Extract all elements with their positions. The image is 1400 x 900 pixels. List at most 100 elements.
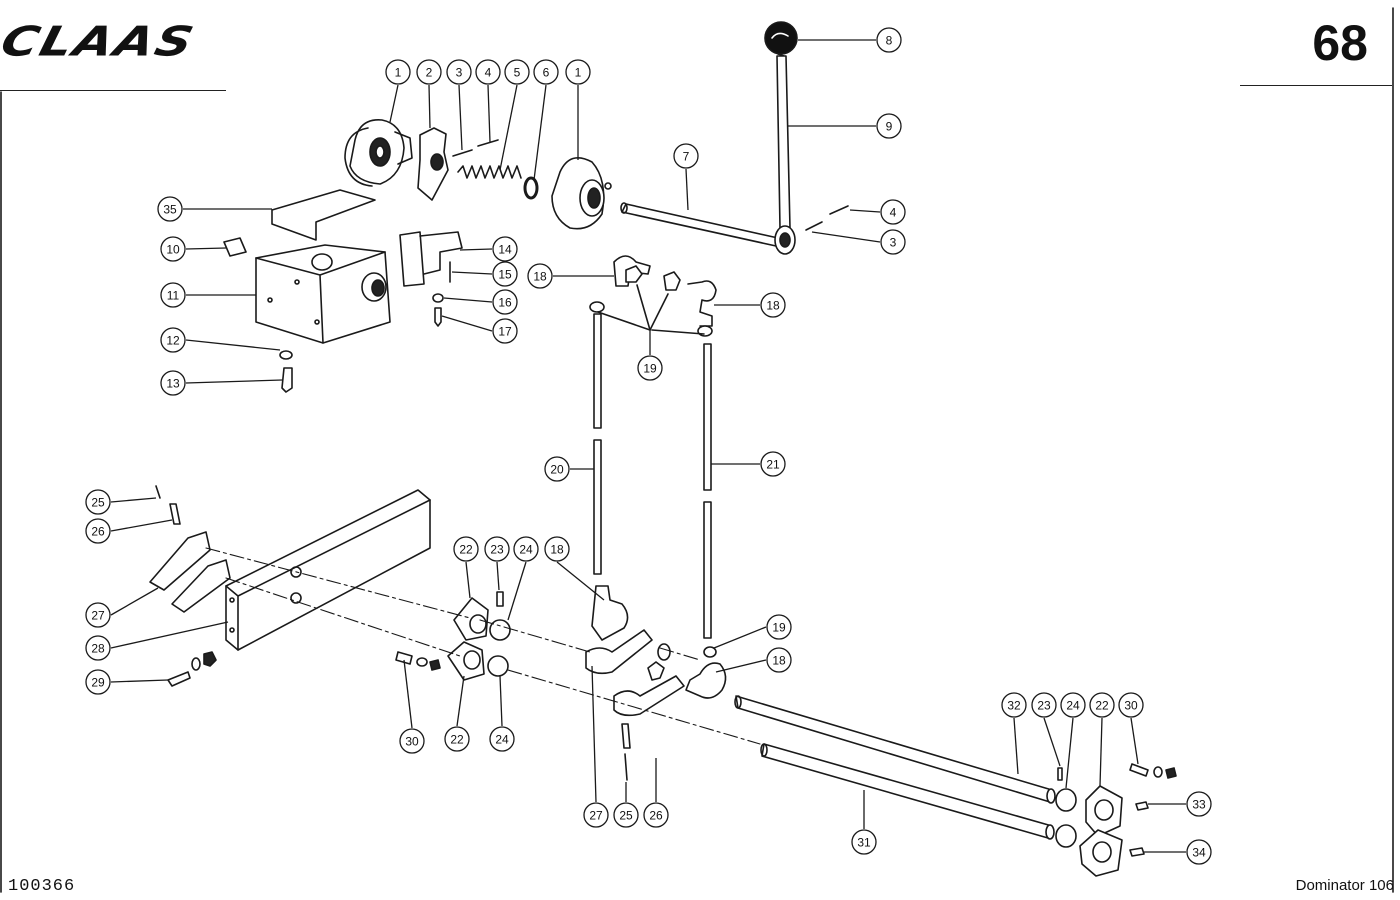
callout-label: 18	[533, 270, 547, 284]
callout-c6: 6	[533, 59, 559, 181]
callout-c16: 16	[443, 289, 518, 315]
callout-label: 11	[167, 289, 180, 303]
callout-c3a: 3	[446, 59, 472, 151]
part-cam-left	[344, 119, 413, 187]
callout-circle	[492, 289, 518, 315]
part-coupling	[417, 127, 449, 201]
leader-line	[443, 297, 493, 303]
callout-label: 30	[405, 735, 419, 749]
callout-circle	[160, 236, 186, 262]
leader-line	[110, 621, 229, 649]
callout-label: 6	[543, 66, 550, 80]
callout-label: 27	[91, 609, 105, 623]
callout-circle	[760, 292, 786, 318]
callout-circle	[643, 802, 669, 828]
callout-label: 19	[643, 362, 657, 376]
leader-line	[458, 84, 463, 151]
leader-line	[185, 339, 281, 351]
callout-circle	[85, 518, 111, 544]
callout-label: 18	[766, 299, 780, 313]
callout-circle	[1031, 692, 1057, 718]
callout-circle	[544, 536, 570, 562]
callout-label: 16	[498, 296, 512, 310]
callout-c1a: 1	[385, 59, 411, 123]
leader-line	[110, 519, 173, 532]
callout-label: 1	[575, 66, 582, 80]
leader-line	[487, 84, 491, 143]
leader-line	[1013, 717, 1019, 775]
callout-label: 26	[649, 809, 663, 823]
callout-c11: 11	[160, 282, 256, 308]
callout-c19a: 19	[637, 330, 663, 381]
callout-c24a: 24	[507, 536, 539, 621]
callout-label: 30	[1124, 699, 1138, 713]
callout-c10: 10	[160, 236, 227, 262]
callout-circle	[444, 726, 470, 752]
callout-c32: 32	[1001, 692, 1027, 775]
callout-c23a: 23	[484, 536, 510, 591]
callout-c25b: 25	[613, 782, 639, 828]
callout-c21: 21	[711, 451, 786, 477]
leader-line	[110, 587, 159, 616]
leader-line	[1043, 717, 1061, 767]
callout-circle	[583, 802, 609, 828]
callout-c8: 8	[798, 27, 902, 53]
header-rule-right	[1240, 85, 1392, 86]
callout-circle	[851, 829, 877, 855]
leader-line	[533, 84, 547, 181]
callout-label: 32	[1007, 699, 1021, 713]
callout-circle	[880, 199, 906, 225]
callout-c22a: 22	[453, 536, 479, 599]
callout-circle	[1001, 692, 1027, 718]
callout-circle	[85, 635, 111, 661]
callout-circle	[1186, 791, 1212, 817]
leader-line	[459, 248, 493, 251]
part-frame-plate	[225, 489, 431, 651]
callout-circle	[85, 602, 111, 628]
callout-c34: 34	[1144, 839, 1212, 865]
callout-c28: 28	[85, 621, 229, 661]
callout-label: 5	[514, 66, 521, 80]
callout-circle	[160, 370, 186, 396]
callout-circle	[157, 196, 183, 222]
callout-circle	[492, 318, 518, 344]
callout-circle	[399, 728, 425, 754]
callout-circle	[446, 59, 472, 85]
leader-line	[403, 659, 413, 729]
callout-circle	[513, 536, 539, 562]
callout-c24b: 24	[489, 675, 515, 752]
callout-circle	[766, 647, 792, 673]
callout-label: 8	[886, 34, 893, 48]
callout-c19b: 19	[713, 614, 792, 649]
callout-label: 23	[1037, 699, 1051, 713]
callout-c2: 2	[416, 59, 442, 129]
callout-c26b: 26	[643, 758, 669, 828]
callout-label: 20	[550, 463, 564, 477]
leader-line	[389, 84, 399, 123]
callout-circle	[1118, 692, 1144, 718]
callout-label: 17	[498, 325, 512, 339]
callout-c35: 35	[157, 196, 272, 222]
callout-circle	[760, 451, 786, 477]
callout-circle	[160, 327, 186, 353]
callout-label: 15	[498, 268, 512, 282]
callout-label: 18	[772, 654, 786, 668]
callout-circle	[475, 59, 501, 85]
leader-line	[715, 659, 767, 673]
callout-circle	[880, 229, 906, 255]
callout-circle	[766, 614, 792, 640]
leader-line	[811, 231, 881, 243]
callout-circle	[416, 59, 442, 85]
callout-label: 7	[683, 150, 690, 164]
callout-circle	[85, 489, 111, 515]
callout-label: 14	[498, 243, 512, 257]
callout-c22b: 22	[444, 675, 470, 752]
callout-c18d: 18	[715, 647, 792, 673]
callout-label: 9	[886, 120, 893, 134]
callout-label: 25	[619, 809, 633, 823]
callout-c30b: 30	[1118, 692, 1144, 765]
callout-label: 33	[1192, 798, 1206, 812]
callout-label: 28	[91, 642, 105, 656]
callout-c23b: 23	[1031, 692, 1061, 767]
